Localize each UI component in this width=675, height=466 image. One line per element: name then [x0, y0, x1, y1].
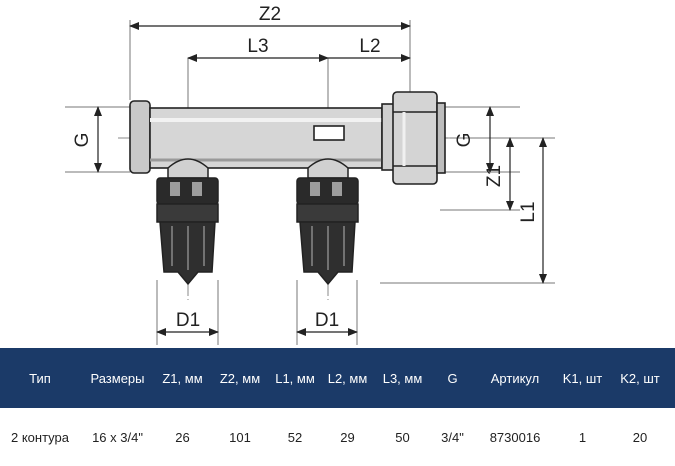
dim-label-d1-left: D1 — [176, 310, 200, 331]
dim-label-l2: L2 — [359, 36, 380, 57]
cell-l3: 50 — [395, 429, 410, 445]
dim-label-l1: L1 — [518, 201, 539, 222]
dim-label-g-right: G — [454, 133, 475, 148]
cell-type: 2 контура — [11, 429, 69, 445]
header-size: Размеры — [90, 370, 145, 386]
cell-l2: 29 — [340, 429, 355, 445]
outlet-left — [156, 158, 219, 286]
header-article: Артикул — [490, 370, 540, 386]
outlet-right — [296, 158, 359, 286]
header-k2: K2, шт — [620, 370, 660, 386]
cell-size: 16 x 3/4" — [92, 429, 143, 445]
table-header: Тип Размеры Z1, мм Z2, мм L1, мм L2, мм … — [0, 348, 675, 408]
spec-table: Тип Размеры Z1, мм Z2, мм L1, мм L2, мм … — [0, 348, 675, 466]
cell-k1: 1 — [578, 429, 587, 445]
cell-z1: 26 — [175, 429, 190, 445]
dimension-lines — [94, 22, 547, 336]
manifold-body — [129, 91, 446, 185]
dim-label-d1-right: D1 — [315, 310, 339, 331]
cell-k2: 20 — [632, 429, 648, 445]
technical-drawing: Z2 L3 L2 G G Z1 L1 D1 D1 — [65, 4, 555, 345]
dim-label-z1: Z1 — [484, 165, 505, 187]
cell-article: 8730016 — [489, 429, 541, 445]
header-g: G — [447, 370, 458, 386]
cell-z2: 101 — [229, 429, 251, 445]
dim-label-l3: L3 — [247, 36, 268, 57]
header-z2: Z2, мм — [219, 370, 261, 386]
cell-l1: 52 — [287, 429, 303, 445]
header-l2: L2, мм — [327, 370, 368, 386]
dim-label-g-left: G — [72, 133, 93, 148]
header-k1: K1, шт — [562, 370, 603, 386]
header-type: Тип — [29, 370, 51, 386]
header-l1: L1, мм — [275, 370, 315, 386]
header-z1: Z1, мм — [162, 370, 203, 386]
table-row: 2 контура 16 x 3/4" 26 101 52 29 50 3/4"… — [0, 408, 675, 466]
dim-label-z2: Z2 — [259, 4, 281, 25]
cell-g: 3/4" — [441, 429, 464, 445]
header-l3: L3, мм — [382, 370, 423, 386]
